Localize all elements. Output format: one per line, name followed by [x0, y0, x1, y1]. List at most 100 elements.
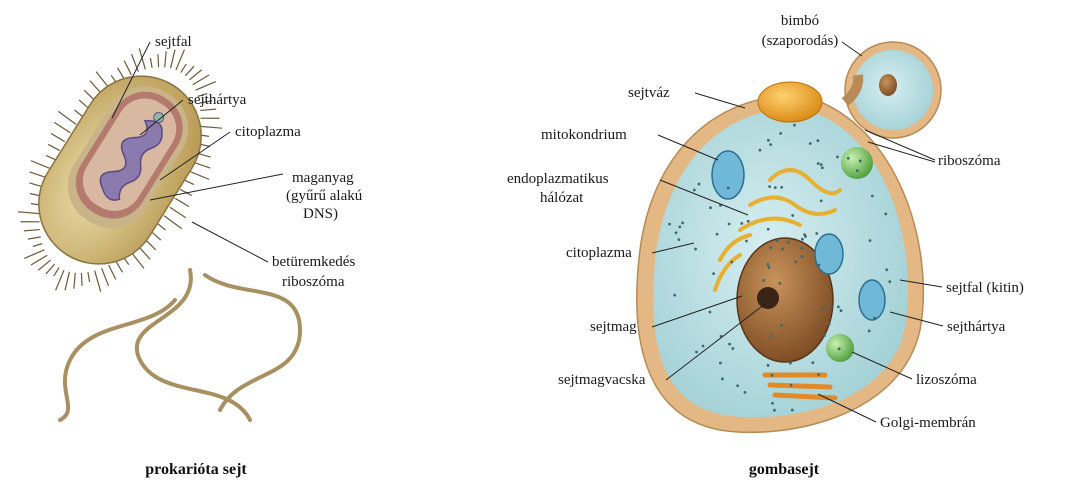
pilus: [81, 273, 82, 286]
label-sejthartya: sejthártya: [188, 92, 247, 108]
ribosome-dot: [821, 166, 824, 169]
ribosome-dot: [776, 239, 779, 242]
ribosome-dot: [770, 335, 773, 338]
pilus: [200, 126, 222, 128]
ribosome-dot: [859, 160, 862, 163]
ribosome-dot: [728, 343, 731, 346]
pilus: [139, 48, 145, 69]
ribosome-dot: [803, 233, 806, 236]
ribosome-dot: [838, 347, 841, 350]
label-riboszoma-fungal: riboszóma: [938, 153, 1001, 169]
ribosome-dot: [681, 222, 684, 225]
ribosome-dot: [779, 132, 782, 135]
ribosome-dot: [809, 142, 812, 145]
ribosome-dot: [789, 362, 792, 365]
pilus: [117, 68, 124, 79]
ribosome-dot: [694, 248, 697, 251]
pilus: [79, 100, 89, 109]
ribosome-dot: [736, 384, 739, 387]
ribosome-dot: [675, 231, 678, 234]
ribosome-dot: [721, 377, 724, 380]
label-sejtvaz: sejtváz: [628, 85, 670, 101]
ribosome-dot: [673, 294, 676, 297]
pilus: [48, 144, 59, 150]
label-sejtmagvacska: sejtmagvacska: [558, 372, 646, 388]
ribosome-dot: [801, 238, 804, 241]
ribosome-dot: [830, 305, 833, 308]
label-maganyag-2: (gyűrű alakú: [286, 188, 363, 204]
ribosome-dot: [767, 139, 770, 142]
ribosome-dot: [727, 186, 730, 189]
ribosome-dot: [716, 233, 719, 236]
nucleolus: [757, 287, 779, 309]
pilus: [31, 161, 51, 169]
ribosome-dot: [820, 163, 823, 166]
pilus: [150, 58, 152, 68]
ribosome-dot: [728, 223, 731, 226]
pilus: [164, 216, 182, 229]
ribosome-dot: [745, 240, 748, 243]
ribosome-dot: [774, 186, 777, 189]
ribosome-dot: [871, 195, 874, 198]
pilus: [165, 51, 166, 67]
pilus: [116, 261, 123, 272]
caption-fungal: gombasejt: [749, 461, 820, 478]
label-sejthartya-fungal: sejthártya: [947, 319, 1006, 335]
ribosome-dot: [780, 186, 783, 189]
pilus: [58, 111, 76, 124]
ribosome-dot: [709, 311, 712, 314]
pilus: [46, 264, 55, 274]
ribosome-dot: [780, 324, 783, 327]
label-golgi: Golgi-membrán: [880, 415, 976, 431]
ribosome-dot: [884, 212, 887, 215]
ribosome-dot: [837, 305, 840, 308]
pilus: [54, 268, 59, 276]
pilus: [31, 255, 47, 265]
label-maganyag-3: DNS): [303, 206, 338, 222]
label-sejtfal-kitin: sejtfal (kitin): [946, 280, 1024, 296]
pilus: [24, 230, 40, 231]
ribosome-dot: [823, 334, 826, 337]
pilus: [46, 155, 55, 159]
ribosome-dot: [719, 362, 722, 365]
label-halozat: hálózat: [540, 190, 584, 206]
ribosome-dot: [790, 384, 793, 387]
pilus: [33, 244, 43, 247]
ribosome-dot: [794, 260, 797, 263]
ribosome-dot: [847, 157, 850, 160]
ribosome-dot: [731, 347, 734, 350]
ribosome-dot: [816, 139, 819, 142]
ribosome-dot: [695, 351, 698, 354]
bud-vacuole: [758, 82, 822, 122]
pilus: [51, 133, 65, 141]
label-mitokondrium: mitokondrium: [541, 127, 627, 143]
pilus: [28, 237, 41, 239]
ribosome-dot: [868, 330, 871, 333]
ribosome-dot: [769, 246, 772, 249]
ribosome-dot: [791, 409, 794, 412]
ribosome-dot: [869, 239, 872, 242]
ribosome-dot: [811, 361, 814, 364]
ribosome-dot: [693, 189, 696, 192]
pilus: [189, 70, 201, 80]
label-sejtfal: sejtfal: [155, 34, 192, 50]
ribosome-dot: [740, 222, 743, 225]
pilus: [95, 271, 101, 292]
ribosome-dot: [885, 268, 888, 271]
ribosome-dot: [856, 169, 859, 172]
pilus: [74, 273, 75, 289]
ribosome-dot: [768, 266, 771, 269]
ribosome-dot: [730, 261, 733, 264]
pilus: [185, 66, 194, 76]
ribosome-dot: [744, 391, 747, 394]
ribosome-dot: [791, 214, 794, 217]
mitochondrion-2: [815, 234, 843, 274]
pilus: [170, 207, 186, 217]
ribosome-dot: [828, 322, 831, 325]
pilus: [200, 109, 216, 110]
pilus: [158, 224, 166, 230]
ribosome-dot: [787, 241, 790, 244]
ribosome-dot: [747, 220, 750, 223]
label-endoplazmatikus: endoplazmatikus: [507, 171, 609, 187]
ribosome-dot: [778, 282, 781, 285]
